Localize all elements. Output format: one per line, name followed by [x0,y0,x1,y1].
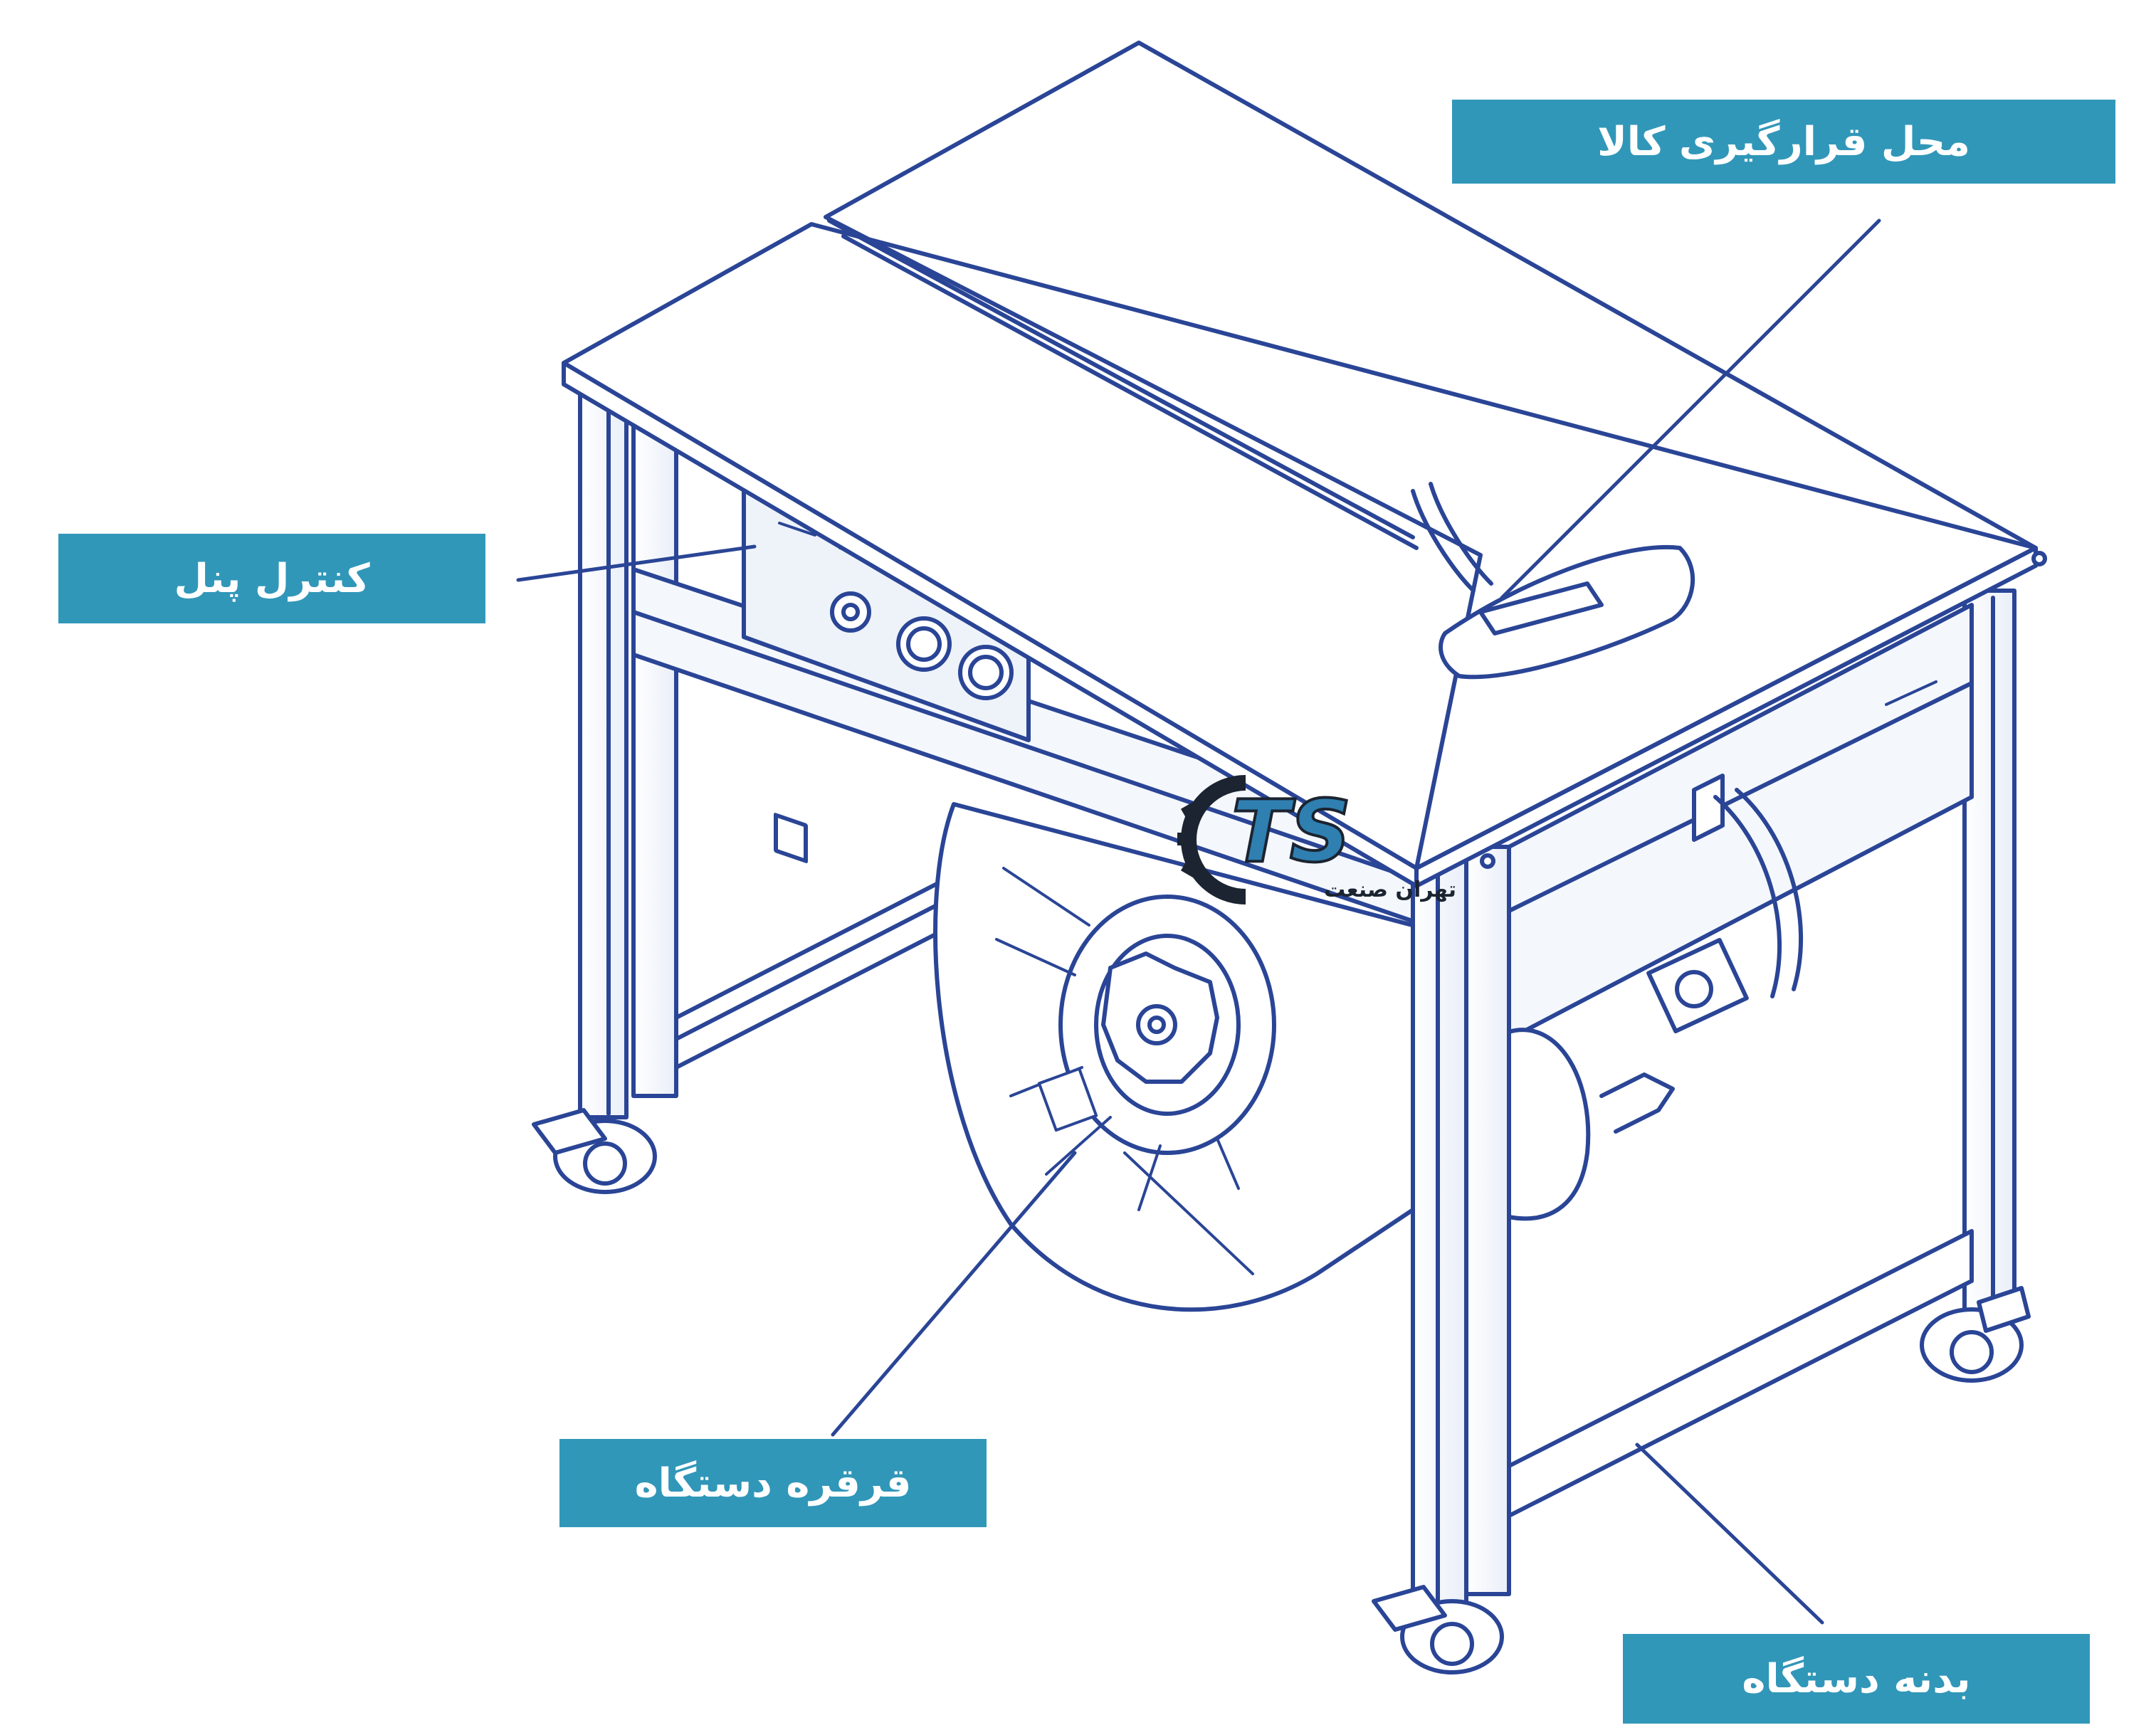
leader-body [1635,1442,1824,1625]
callout-loading-area-text: محل قرارگیری کالا [1597,118,1970,165]
table-strap-guide [1411,482,1695,680]
front-leg [1411,845,1511,1607]
control-panel [742,485,1031,863]
caster-front [1372,1585,1504,1674]
leader-control [516,544,757,582]
callout-machine-reel: قرقره دستگاه [559,1439,987,1527]
brand-logo: TS تهران صنعت [1177,775,1456,904]
inner-wheel [1507,1028,1591,1221]
callout-control-panel-text: کنترل پنل [174,555,370,602]
strap-guide [1599,788,1804,1134]
callout-machine-reel-text: قرقره دستگاه [634,1460,912,1507]
callout-machine-body: بدنه دستگاه [1623,1634,2090,1724]
caster-left [532,1108,657,1194]
left-leg [578,393,678,1119]
leader-lines [516,218,1881,1625]
logo-name: تهران صنعت [1324,877,1456,902]
reel [933,802,1468,1312]
callout-loading-area: محل قرارگیری کالا [1452,100,2115,184]
leader-loading [1500,218,1881,600]
table-top [562,41,2047,888]
callout-control-panel: کنترل پنل [58,534,485,623]
caster-right [1920,1286,2031,1383]
left-lower-frame [674,880,942,1070]
leader-reel [831,1151,1077,1437]
callout-machine-body-text: بدنه دستگاه [1742,1655,1971,1702]
logo-mark: TS [1231,783,1351,882]
